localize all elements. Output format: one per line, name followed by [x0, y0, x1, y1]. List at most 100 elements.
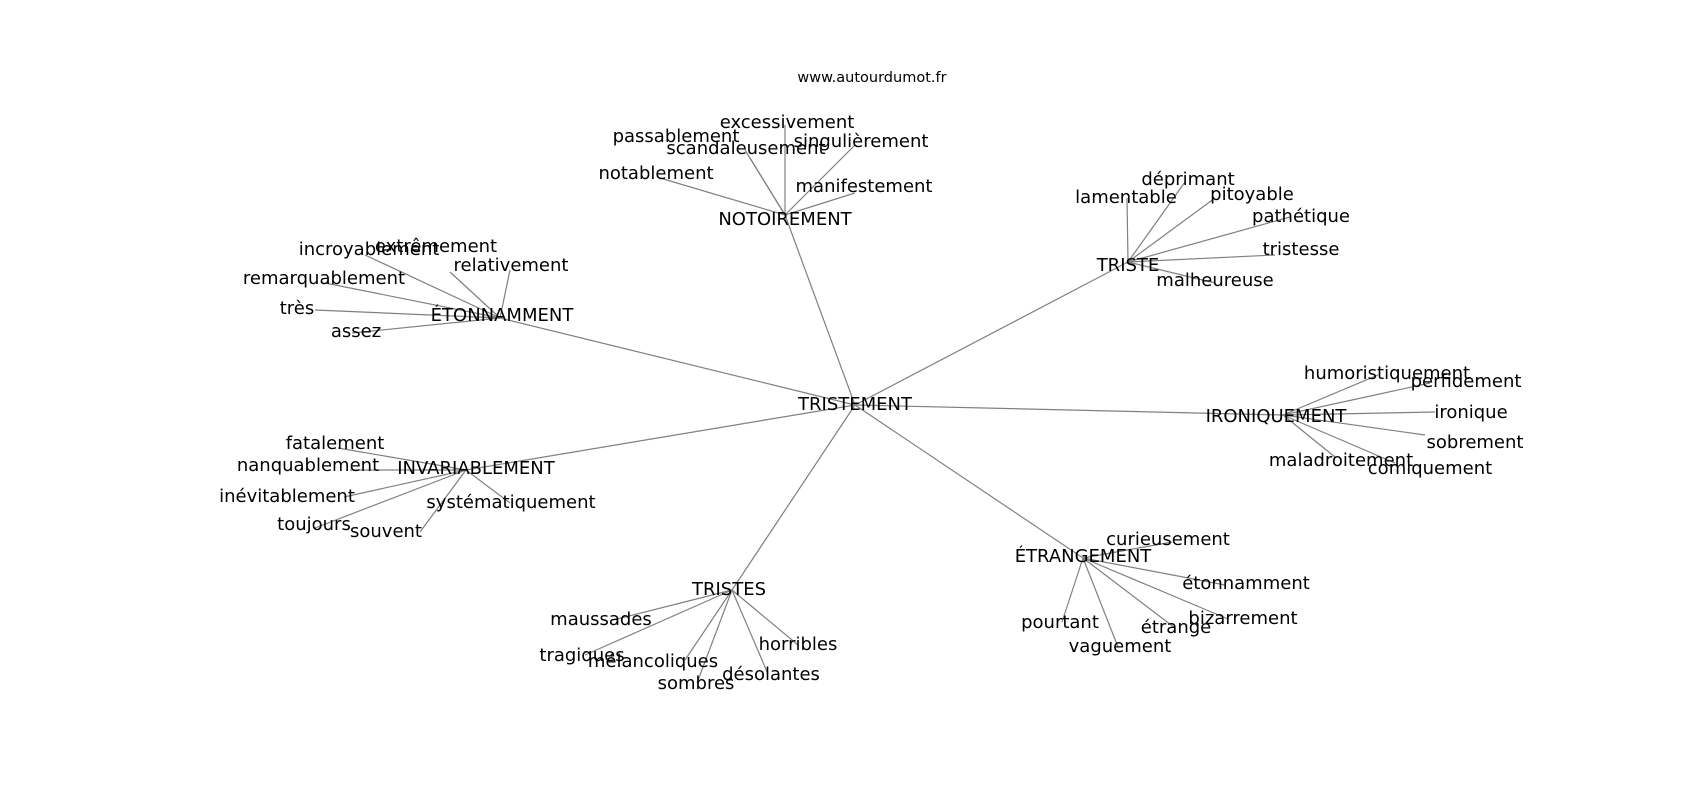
hub-node-label: IRONIQUEMENT: [1206, 406, 1348, 427]
edge-hub-to-leaf: [1127, 197, 1216, 263]
leaf-node-label: humoristiquement: [1304, 363, 1470, 384]
leaf-node-label: curieusement: [1106, 529, 1230, 550]
hub-node-label: ÉTRANGEMENT: [1015, 545, 1153, 567]
leaf-node-label: relativement: [454, 255, 569, 276]
edge-center-to-hub: [854, 404, 1084, 559]
edge-hub-to-leaf: [499, 269, 511, 319]
edges-layer: [314, 125, 1436, 684]
leaf-node-label: maussades: [550, 609, 652, 630]
leaf-node-label: comiquement: [1368, 458, 1492, 479]
leaf-node-label: perfidement: [1411, 371, 1522, 392]
edge-hub-to-leaf: [1082, 541, 1173, 559]
edge-center-to-hub: [465, 404, 856, 471]
leaf-node-label: tragiques: [539, 645, 624, 666]
leaf-node-label: tristesse: [1263, 239, 1340, 260]
leaf-node-label: déprimant: [1141, 169, 1234, 190]
edge-hub-to-leaf: [731, 589, 799, 646]
hub-node-label: ÉTONNAMMENT: [431, 304, 575, 326]
edge-hub-to-leaf: [731, 589, 769, 675]
leaf-node-label: étrange: [1141, 617, 1211, 638]
labels-layer: TRISTEMENT NOTOIREMENT passablementscandal…: [219, 112, 1523, 694]
edge-hub-to-leaf: [1127, 216, 1291, 263]
edge-hub-to-leaf: [696, 589, 733, 684]
leaf-node-label: fatalement: [286, 433, 385, 454]
edge-center-to-hub: [731, 404, 856, 591]
edge-hub-to-leaf: [1282, 382, 1431, 416]
hub-node-label: TRISTES: [691, 579, 766, 600]
leaf-node-label: sombres: [658, 673, 735, 694]
edge-hub-to-leaf: [659, 177, 786, 216]
center-node-label: TRISTEMENT: [797, 394, 913, 415]
edge-hub-to-leaf: [364, 254, 501, 319]
leaf-node-label: assez: [331, 321, 381, 342]
edge-center-to-hub: [854, 261, 1129, 406]
leaf-node-label: vaguement: [1069, 636, 1172, 657]
edge-hub-to-leaf: [1282, 414, 1396, 464]
edge-hub-to-leaf: [784, 192, 856, 216]
edge-hub-to-leaf: [1082, 557, 1229, 620]
leaf-node-label: maladroitement: [1269, 450, 1413, 471]
leaf-node-label: malheureuse: [1156, 270, 1273, 291]
hub-node-label: INVARIABLEMENT: [397, 458, 555, 479]
leaf-node-label: très: [280, 298, 315, 319]
edge-hub-to-leaf: [314, 309, 501, 319]
edge-hub-to-leaf: [449, 271, 501, 319]
leaf-node-label: étonnamment: [1182, 573, 1310, 594]
edge-hub-to-leaf: [419, 469, 467, 533]
edge-hub-to-leaf: [1061, 557, 1084, 623]
leaf-node-label: toujours: [277, 514, 351, 535]
leaf-node-label: extrêmement: [375, 236, 497, 257]
hub-node-label: NOTOIREMENT: [718, 209, 852, 230]
source-label: www.autourdumot.fr: [797, 70, 946, 86]
edge-hub-to-leaf: [465, 469, 511, 504]
edge-hub-to-leaf: [351, 317, 501, 334]
leaf-node-label: mélancoliques: [588, 651, 718, 672]
edge-hub-to-leaf: [1127, 254, 1276, 263]
leaf-node-label: pourtant: [1021, 612, 1099, 633]
leaf-node-label: souvent: [350, 521, 422, 542]
edge-hub-to-leaf: [1282, 411, 1436, 416]
leaf-node-label: excessivement: [720, 112, 855, 133]
leaf-node-label: désolantes: [722, 664, 820, 685]
leaf-node-label: systématiquement: [426, 492, 595, 513]
leaf-node-label: pathétique: [1252, 206, 1350, 227]
leaf-node-label: lamentable: [1075, 187, 1177, 208]
edge-hub-to-leaf: [314, 469, 467, 529]
leaf-node-label: notablement: [598, 163, 713, 184]
edge-hub-to-leaf: [1082, 557, 1119, 648]
edge-hub-to-leaf: [1082, 557, 1226, 586]
leaf-node-label: sobrement: [1427, 432, 1524, 453]
edge-hub-to-leaf: [684, 589, 733, 661]
edge-hub-to-leaf: [1127, 181, 1186, 263]
leaf-node-label: scandaleusement: [666, 138, 825, 159]
edge-center-to-hub: [854, 404, 1284, 416]
edge-hub-to-leaf: [749, 157, 786, 216]
edge-hub-to-leaf: [1127, 261, 1216, 284]
leaf-node-label: bizarrement: [1188, 608, 1297, 629]
edge-hub-to-leaf: [324, 282, 501, 319]
leaf-node-label: manifestement: [796, 176, 933, 197]
edge-center-to-hub: [784, 214, 856, 406]
edge-hub-to-leaf: [1282, 374, 1379, 416]
leaf-node-label: inévitablement: [219, 486, 355, 507]
edge-hub-to-leaf: [1282, 414, 1426, 436]
edge-hub-to-leaf: [612, 589, 733, 621]
edge-hub-to-leaf: [584, 589, 733, 656]
leaf-node-label: horribles: [759, 634, 838, 655]
leaf-node-label: passablement: [613, 126, 740, 147]
leaf-node-label: singulièrement: [794, 131, 929, 152]
edge-center-to-hub: [499, 317, 856, 406]
hub-node-label: TRISTE: [1096, 255, 1160, 276]
leaf-node-label: incroyablement: [299, 239, 440, 260]
edge-hub-to-leaf: [1282, 414, 1336, 458]
edge-hub-to-leaf: [784, 144, 856, 216]
leaf-node-label: pitoyable: [1210, 184, 1294, 205]
leaf-node-label: ironique: [1434, 402, 1507, 423]
edge-hub-to-leaf: [343, 469, 467, 498]
leaf-node-label: nanquablement: [237, 455, 379, 476]
edge-hub-to-leaf: [337, 447, 467, 471]
edge-hub-to-leaf: [1126, 197, 1129, 263]
edge-hub-to-leaf: [1082, 557, 1176, 629]
leaf-node-label: remarquablement: [243, 268, 405, 289]
